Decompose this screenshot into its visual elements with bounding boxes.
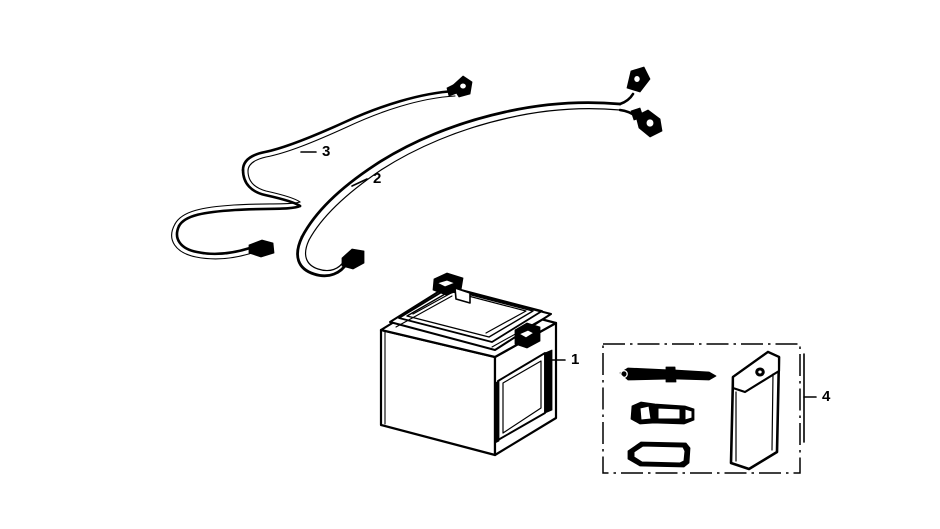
ring-terminal-upper-cable-2 [626, 66, 651, 93]
screwdriver-icon [619, 366, 717, 383]
callout-1: 1 [548, 351, 579, 368]
part-2-positive-cable [296, 66, 663, 278]
ring-terminal-cable-3 [446, 75, 473, 98]
part-4-tool-kit [602, 343, 801, 474]
tool-pouch-icon [729, 350, 781, 471]
part-1-battery [379, 272, 558, 457]
part-3-negative-cable [171, 75, 473, 260]
box-wrench-icon [630, 401, 695, 425]
plug-wrench-icon [627, 441, 691, 468]
callout-2-label: 2 [373, 170, 381, 187]
callout-layer: 1 2 3 4 [300, 143, 831, 443]
tool-kit-boundary [602, 343, 801, 474]
ring-terminal-lower-cable-2 [630, 107, 663, 138]
callout-4-label: 4 [822, 388, 831, 405]
callout-1-label: 1 [571, 351, 579, 368]
callout-3: 3 [300, 143, 330, 160]
blade-terminal-cable-2 [341, 248, 365, 270]
battery-terminal-right [514, 322, 541, 349]
callout-2: 2 [351, 170, 381, 187]
callout-3-label: 3 [322, 143, 330, 160]
callout-4: 4 [803, 353, 831, 443]
blade-terminal-cable-3 [248, 239, 275, 258]
